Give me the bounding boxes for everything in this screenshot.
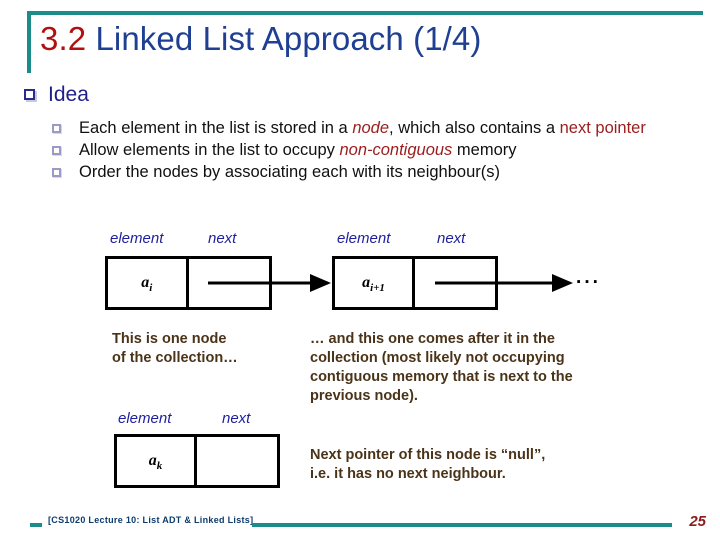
node1-next-cell xyxy=(189,259,270,307)
node-box-1: ai xyxy=(105,256,272,310)
bullet-text-part: memory xyxy=(452,141,517,159)
node-box-2: ai+1 xyxy=(332,256,498,310)
square-bullet-icon xyxy=(52,124,61,133)
list-item: Each element in the list is stored in a … xyxy=(52,118,702,139)
node2-next-label: next xyxy=(437,230,466,247)
bullet-emphasis: non-contiguous xyxy=(339,141,453,159)
node1-value-subscript: i xyxy=(149,282,153,295)
footer-label: [CS1020 Lecture 10: List ADT & Linked Li… xyxy=(48,515,254,525)
list-item: Order the nodes by associating each with… xyxy=(52,162,702,183)
bullet-text-part: Order the nodes by associating each with… xyxy=(79,163,500,181)
caption-right-top: … and this one comes after it in the col… xyxy=(310,331,573,404)
node3-value-letter: a xyxy=(148,451,157,469)
square-bullet-icon xyxy=(52,146,61,155)
node1-value-letter: a xyxy=(141,273,150,291)
footer-rule xyxy=(252,523,672,527)
square-bullet-icon xyxy=(52,168,61,177)
bullet-emphasis: node xyxy=(352,119,390,137)
bullet-text: Order the nodes by associating each with… xyxy=(79,162,500,183)
square-bullet-icon xyxy=(24,89,35,100)
bullet-text-part: Each element in the list is stored in a xyxy=(79,119,353,137)
bullet-text-part: , which also contains a xyxy=(389,119,560,137)
node2-element-label: element xyxy=(337,230,391,247)
node3-next-label: next xyxy=(222,410,251,427)
node2-next-cell xyxy=(415,259,495,307)
bullet-text: Allow elements in the list to occupy non… xyxy=(79,140,516,161)
node1-next-label: next xyxy=(208,230,237,247)
bullet-list: Each element in the list is stored in a … xyxy=(52,118,702,184)
title-text: Linked List Approach (1/4) xyxy=(86,20,482,57)
node1-element-label: element xyxy=(110,230,164,247)
footer-dash xyxy=(30,523,42,527)
node3-value: ak xyxy=(117,452,194,472)
node2-value-letter: a xyxy=(362,273,371,291)
caption-left-top: This is one node of the collection… xyxy=(112,331,238,366)
node2-value: ai+1 xyxy=(335,274,412,294)
node2-element-cell: ai+1 xyxy=(335,259,415,307)
node3-value-subscript: k xyxy=(156,460,163,473)
node3-element-label: element xyxy=(118,410,172,427)
node3-element-cell: ak xyxy=(117,437,197,485)
idea-heading-label: Idea xyxy=(48,83,89,106)
bullet-text: Each element in the list is stored in a … xyxy=(79,118,646,139)
bullet-emphasis: next pointer xyxy=(559,119,646,137)
list-item: Allow elements in the list to occupy non… xyxy=(52,140,702,161)
page-title: 3.2 Linked List Approach (1/4) xyxy=(40,20,481,58)
title-left-rule xyxy=(27,11,31,73)
node1-value: ai xyxy=(108,274,186,294)
title-top-rule xyxy=(27,11,703,15)
page-number: 25 xyxy=(689,513,706,530)
node2-value-subscript: i+1 xyxy=(370,282,385,295)
node-box-3: ak xyxy=(114,434,280,488)
title-section-number: 3.2 xyxy=(40,20,87,57)
diagram-ellipsis: ··· xyxy=(576,272,601,293)
caption-right-bottom: Next pointer of this node is “null”, i.e… xyxy=(310,447,546,482)
node3-next-cell xyxy=(197,437,277,485)
bullet-text-part: Allow elements in the list to occupy xyxy=(79,141,340,159)
node1-element-cell: ai xyxy=(108,259,189,307)
idea-heading-row: Idea xyxy=(24,84,89,105)
